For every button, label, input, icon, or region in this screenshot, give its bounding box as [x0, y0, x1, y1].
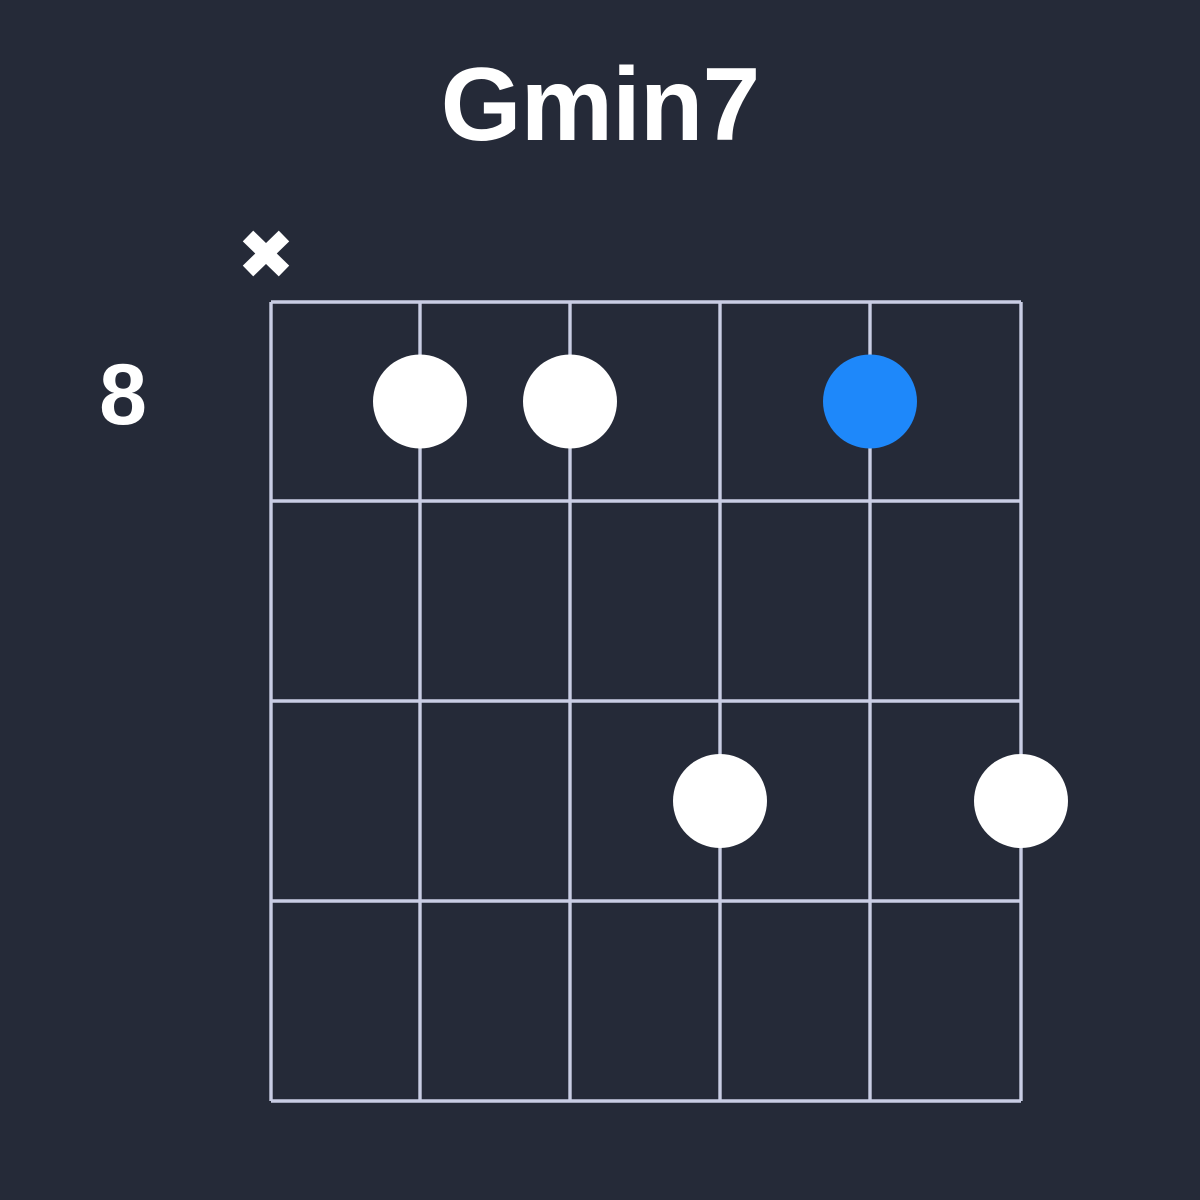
fret-lines-group	[271, 300, 1021, 1103]
finger-dot-string4-fret3	[673, 754, 767, 848]
fret-position-label: 8	[99, 347, 147, 443]
page-title: Gmin7	[440, 47, 761, 163]
mute-marker-string-1	[242, 230, 290, 277]
finger-dot-string6-fret3	[974, 754, 1068, 848]
finger-dots-group	[373, 354, 1068, 848]
finger-dot-string2-fret1	[373, 354, 467, 449]
finger-dot-string5-fret1-root	[823, 354, 917, 449]
finger-dot-string3-fret1	[523, 354, 617, 449]
